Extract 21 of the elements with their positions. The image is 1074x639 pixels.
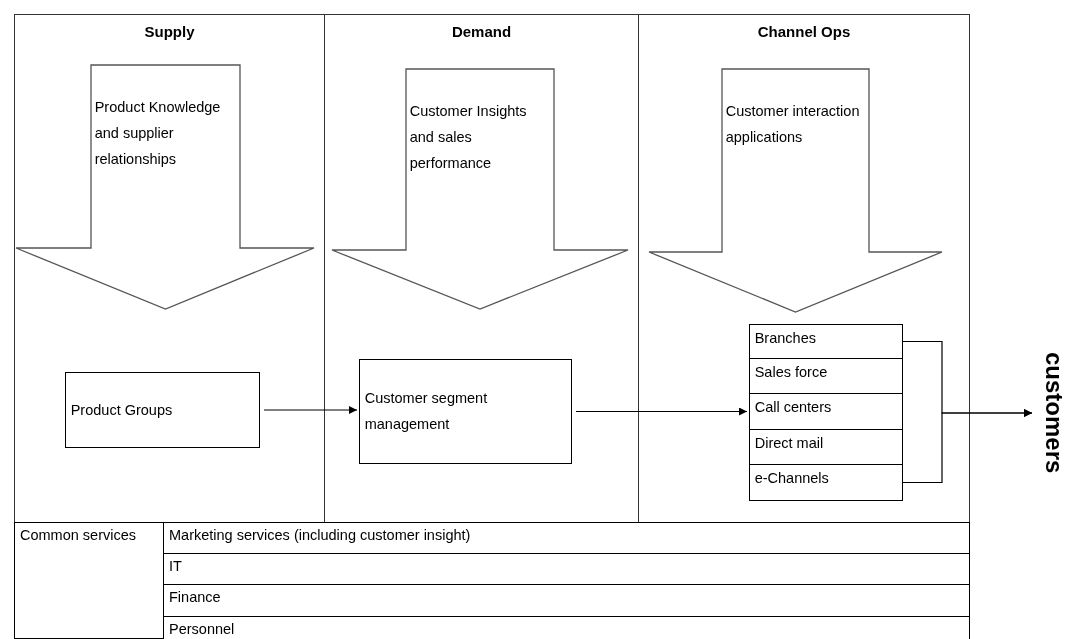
arrow-text: Customer Insights and sales performance (409, 101, 528, 173)
channel-box: Branches (748, 323, 903, 359)
column-heading: Channel Ops (756, 23, 852, 40)
target-label: customers (1034, 340, 1074, 486)
column-panel (638, 14, 970, 523)
column-heading: Supply (143, 23, 196, 40)
row-heading: Common services (14, 522, 164, 639)
arrow (902, 409, 1033, 484)
arrow (263, 406, 358, 414)
process-box: Customer segment management (358, 358, 572, 464)
column-heading: Demand (450, 23, 513, 40)
channel-box: Direct mail (748, 428, 903, 465)
arrow (575, 407, 748, 416)
service-row: Marketing services (including customer insight) (163, 522, 970, 554)
channel-box: Call centers (748, 392, 903, 430)
arrow-text: Customer interaction applications (725, 101, 861, 147)
arrow-text: Product Knowledge and supplier relationships (94, 97, 222, 169)
column-panel (14, 14, 325, 523)
channel-box: e-Channels (748, 463, 903, 501)
channel-box: Sales force (748, 357, 903, 394)
process-box: Product Groups (64, 371, 260, 448)
